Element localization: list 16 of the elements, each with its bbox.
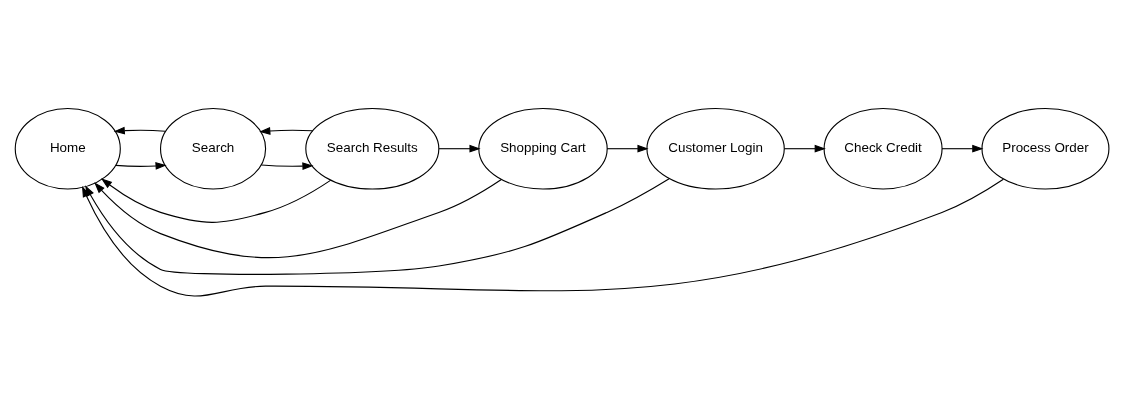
arrow	[259, 126, 314, 135]
arrow	[115, 161, 167, 170]
arrow	[94, 178, 502, 258]
node-ellipse: Shopping Cart	[478, 107, 608, 189]
arrow	[113, 126, 166, 135]
node-ellipse: Search Results	[305, 107, 440, 189]
arrow	[100, 177, 332, 223]
arrow	[941, 144, 984, 153]
node-ellipse: Process Order	[981, 107, 1110, 189]
arrow	[783, 144, 826, 153]
arrow	[260, 161, 314, 170]
node-ellipse: Search	[159, 107, 267, 189]
arrow	[606, 144, 649, 153]
arrow	[438, 144, 481, 153]
node-ellipse: Check Credit	[823, 107, 943, 189]
node-ellipse: Customer Login	[646, 107, 785, 189]
